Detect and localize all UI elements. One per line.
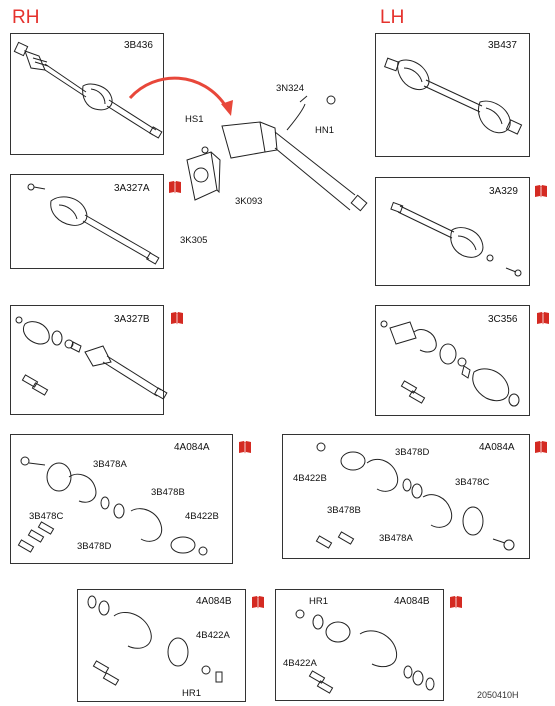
- label-3n324: 3N324: [276, 83, 304, 94]
- part-number: 3A327A: [114, 183, 150, 194]
- label-hr1: HR1: [182, 688, 202, 699]
- center-intermediate-shaft-drawing: [128, 76, 368, 212]
- part-number: 3B437: [488, 40, 517, 51]
- label-3k305: 3K305: [180, 235, 208, 246]
- label-3b478b: 3B478B: [151, 487, 185, 498]
- panel-lh-3c356[interactable]: 3C356: [375, 305, 530, 416]
- label-3b478c: 3B478C: [29, 511, 64, 522]
- part-number: 4A084B: [196, 596, 232, 607]
- label-4b422a: 4B422A: [283, 658, 317, 669]
- driveshaft-assembly-drawing: [13, 41, 163, 139]
- book-icon[interactable]: [534, 440, 548, 455]
- label-3b478c: 3B478C: [455, 477, 490, 488]
- book-icon[interactable]: [170, 311, 184, 326]
- label-3b478a: 3B478A: [379, 533, 413, 544]
- panel-rh-3b436[interactable]: 3B436: [10, 33, 164, 155]
- label-4b422b: 4B422B: [185, 511, 219, 522]
- book-icon[interactable]: [238, 440, 252, 455]
- book-icon[interactable]: [536, 311, 550, 326]
- driveshaft-exploded-drawing: [15, 316, 168, 400]
- panel-rh-3a327a[interactable]: 3A327A: [10, 174, 164, 269]
- label-4b422a: 4B422A: [196, 630, 230, 641]
- label-3b478a: 3B478A: [93, 459, 127, 470]
- rh-header: RH: [12, 7, 40, 28]
- label-hn1: HN1: [315, 125, 335, 136]
- lh-header: LH: [380, 7, 405, 28]
- book-icon[interactable]: [251, 595, 265, 610]
- label-3k093: 3K093: [235, 196, 263, 207]
- part-number: 3A329: [489, 186, 518, 197]
- book-icon[interactable]: [534, 184, 548, 199]
- driveshaft-assembly-drawing: [384, 57, 523, 135]
- part-number: 3A327B: [114, 314, 150, 325]
- book-icon[interactable]: [449, 595, 463, 610]
- label-hs1: HS1: [185, 114, 204, 125]
- label-3b478b: 3B478B: [327, 505, 361, 516]
- driveshaft-drawing: [27, 183, 160, 265]
- driveshaft-exploded-drawing: [380, 320, 520, 407]
- boot-kit-exploded-drawing: [295, 609, 435, 694]
- panel-lh-3a329[interactable]: 3A329: [375, 177, 530, 286]
- boot-kit-exploded-drawing: [315, 442, 515, 551]
- book-icon[interactable]: [168, 180, 182, 195]
- curved-arrow-icon: [128, 76, 229, 109]
- part-number: 4A084B: [394, 596, 430, 607]
- panel-lh-4a084a[interactable]: 4A084A 4B422B 3B478D 3B478B 3B478C 3B478…: [282, 434, 530, 559]
- panel-lh-3b437[interactable]: 3B437: [375, 33, 530, 157]
- label-3b478d: 3B478D: [77, 541, 112, 552]
- boot-kit-exploded-drawing: [17, 456, 208, 556]
- label-4b422b: 4B422B: [293, 473, 327, 484]
- driveshaft-drawing: [390, 201, 522, 277]
- panel-rh-4a084b[interactable]: 4A084B 4B422A HR1: [77, 589, 246, 702]
- figure-id: 2050410H: [477, 690, 519, 700]
- part-number: 4A084A: [479, 442, 515, 453]
- part-number: 3B436: [124, 40, 153, 51]
- part-number: 4A084A: [174, 442, 210, 453]
- panel-rh-3a327b[interactable]: 3A327B: [10, 305, 168, 415]
- panel-lh-4a084b[interactable]: 4A084B HR1 4B422A: [275, 589, 444, 701]
- part-number: 3C356: [488, 314, 518, 325]
- label-hr1: HR1: [309, 596, 329, 607]
- boot-kit-exploded-drawing: [87, 595, 223, 686]
- label-3b478d: 3B478D: [395, 447, 430, 458]
- panel-rh-4a084a[interactable]: 4A084A 3B478A 3B478B 3B478C 3B478D 4B422…: [10, 434, 233, 564]
